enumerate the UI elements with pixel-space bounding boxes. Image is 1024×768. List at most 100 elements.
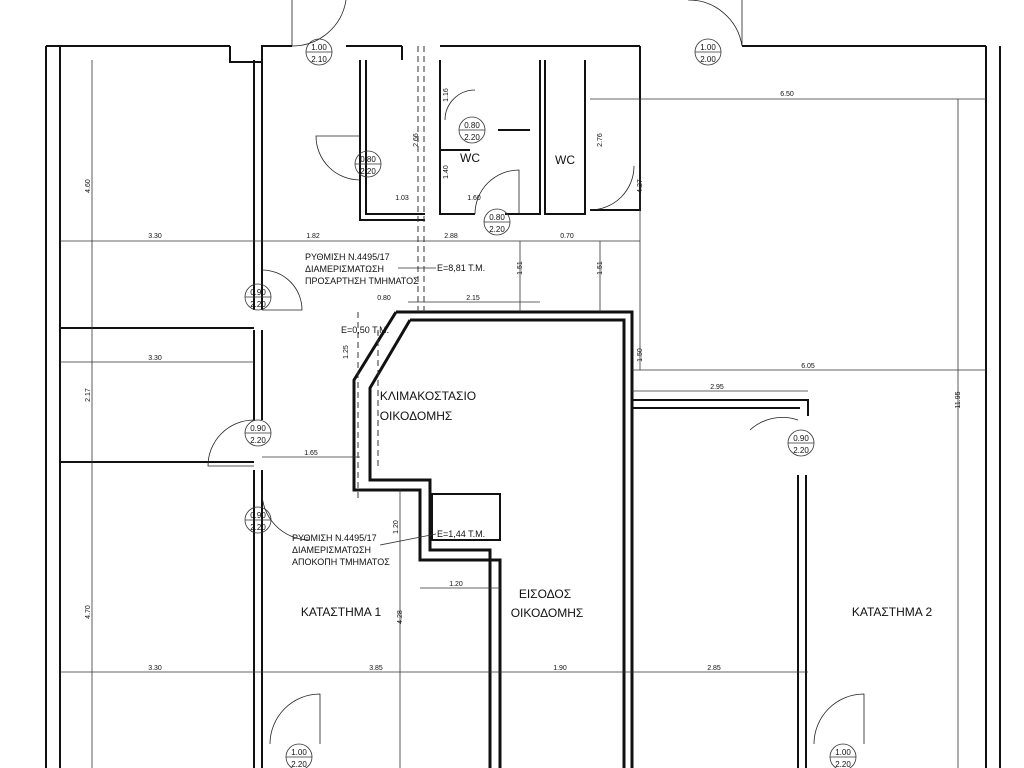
door-tag: 0.90 2.20 bbox=[244, 283, 272, 311]
label-text: 4.28 bbox=[397, 610, 404, 624]
door-tag: 1.00 2.00 bbox=[694, 38, 722, 66]
door-tag: 0.902.20 bbox=[244, 419, 272, 447]
drawing-line bbox=[632, 399, 809, 768]
door-tag: 0.80 2.20 bbox=[458, 116, 486, 144]
label-text: 1.90 bbox=[553, 665, 567, 672]
door-tag: 1.00 2.20 bbox=[829, 743, 857, 768]
label-text: ΠΡΟΣΑΡΤΗΣΗ ΤΜΗΜΑΤΟΣ bbox=[305, 276, 419, 286]
door-tag: 1.00 2.10 bbox=[305, 38, 333, 66]
drawing-line bbox=[352, 310, 634, 768]
label-text: E=0,50 T.M. bbox=[341, 325, 389, 335]
label-text: 2.20 bbox=[464, 133, 480, 142]
label-text: 2.15 bbox=[466, 295, 480, 302]
drawing-line bbox=[261, 269, 303, 311]
label-text: 1.40 bbox=[443, 165, 450, 179]
drawing-line bbox=[207, 419, 255, 467]
label-text: 1.00 bbox=[291, 748, 307, 757]
drawing-line bbox=[474, 169, 520, 215]
label-text: 2.00 bbox=[700, 55, 716, 64]
label-text: 2.85 bbox=[707, 665, 721, 672]
label-text: 2.20 bbox=[835, 760, 851, 768]
label-text: ΟΙΚΟΔΟΜΗΣ bbox=[380, 409, 453, 423]
label-text: 2.10 bbox=[311, 55, 327, 64]
label-text: 3.85 bbox=[369, 665, 383, 672]
label-text: ΡΥΘΜΙΣΗ Ν.4495/17 bbox=[292, 533, 377, 543]
label-text: 2.20 bbox=[250, 300, 266, 309]
label-text: 1.51 bbox=[597, 261, 604, 275]
label-text: 2.20 bbox=[360, 167, 376, 176]
drawing-line bbox=[253, 60, 263, 768]
label-text: 4.27 bbox=[637, 179, 644, 193]
label-text: 2.20 bbox=[793, 446, 809, 455]
label-text: 3.30 bbox=[148, 665, 162, 672]
label-text: ΟΙΚΟΔΟΜΗΣ bbox=[511, 606, 584, 620]
label-text: 4.70 bbox=[85, 605, 92, 619]
label-text: 2.20 bbox=[250, 523, 266, 532]
drawing-line bbox=[813, 693, 865, 745]
label-text: ΔΙΑΜΕΡΙΣΜΑΤΩΣΗ bbox=[305, 264, 384, 274]
label-text: 0.80 bbox=[464, 121, 480, 130]
label-text: WC bbox=[555, 153, 575, 167]
drawing-line bbox=[45, 45, 1001, 768]
label-text: ΔΙΑΜΕΡΙΣΜΑΤΩΣΗ bbox=[292, 545, 371, 555]
dimension-lines bbox=[60, 60, 986, 768]
drawing-line bbox=[688, 0, 743, 47]
label-text: 1.60 bbox=[467, 195, 481, 202]
label-text: 2.76 bbox=[597, 133, 604, 147]
label-text: 6.50 bbox=[780, 91, 794, 98]
label-text: 0.90 bbox=[250, 288, 266, 297]
label-text: 3.30 bbox=[148, 355, 162, 362]
label-text: 1.20 bbox=[393, 520, 400, 534]
label-text: 6.05 bbox=[801, 363, 815, 370]
regulation-notes: ΡΥΘΜΙΣΗ Ν.4495/17 ΔΙΑΜΕΡΙΣΜΑΤΩΣΗ ΠΡΟΣΑΡΤ… bbox=[292, 252, 485, 567]
label-text: 2.20 bbox=[489, 225, 505, 234]
label-text: E=8,81 T.M. bbox=[437, 263, 485, 273]
label-text: 1.00 bbox=[311, 43, 327, 52]
drawing-line bbox=[261, 489, 311, 541]
drawing-line bbox=[444, 89, 476, 121]
label-text: 2.66 bbox=[413, 133, 420, 147]
label-text: 0.70 bbox=[560, 233, 574, 240]
label-text: 11.95 bbox=[955, 391, 962, 408]
label-text: ΚΑΤΑΣΤΗΜΑ 2 bbox=[852, 605, 933, 619]
drawing-line bbox=[749, 417, 799, 431]
label-text: 1.65 bbox=[304, 450, 318, 457]
label-text: ΚΛΙΜΑΚΟΣΤΑΣΙΟ bbox=[380, 389, 476, 403]
label-text: 1.00 bbox=[835, 748, 851, 757]
drawing-line bbox=[357, 46, 425, 500]
drawing-line bbox=[291, 0, 347, 47]
label-text: 1.82 bbox=[306, 233, 320, 240]
drawing-line bbox=[269, 693, 321, 745]
label-text: 2.95 bbox=[710, 384, 724, 391]
label-text: ΕΙΣΟΔΟΣ bbox=[519, 587, 571, 601]
door-tag: 0.80 2.20 bbox=[483, 208, 511, 236]
label-text: 0.90 bbox=[250, 511, 266, 520]
walls bbox=[45, 45, 1001, 768]
room-labels: WC WC ΚΛΙΜΑΚΟΣΤΑΣΙΟ ΟΙΚΟΔΟΜΗΣ ΕΙΣΟΔΟΣ ΟΙ… bbox=[301, 151, 933, 620]
label-text: ΑΠΟΚΟΠΗ ΤΜΗΜΑΤΟΣ bbox=[292, 557, 390, 567]
label-text: 0.80 bbox=[489, 213, 505, 222]
drawing-line bbox=[315, 135, 361, 181]
label-text: 3.30 bbox=[148, 233, 162, 240]
label-text: 1.20 bbox=[449, 581, 463, 588]
door-tag: 1.00 2.20 bbox=[285, 743, 313, 768]
door-tag: 0.80 2.20 bbox=[354, 150, 382, 178]
label-text: 2.20 bbox=[250, 436, 266, 445]
label-text: ΡΥΘΜΙΣΗ Ν.4495/17 bbox=[305, 252, 390, 262]
label-text: 2.20 bbox=[291, 760, 307, 768]
label-text: 0.80 bbox=[360, 155, 376, 164]
drawing-line bbox=[589, 165, 635, 211]
label-text: 1.25 bbox=[343, 345, 350, 359]
label-text: 1.00 bbox=[700, 43, 716, 52]
door-tag: 0.90 2.20 bbox=[244, 506, 272, 534]
label-text: 2.17 bbox=[85, 388, 92, 402]
label-text: E=1,44 T.M. bbox=[437, 529, 485, 539]
door-tag: 0.902.20 bbox=[787, 429, 815, 457]
drawing-line bbox=[359, 60, 641, 221]
drawing-line bbox=[60, 60, 986, 768]
label-text: ΚΑΤΑΣΤΗΜΑ 1 bbox=[301, 605, 382, 619]
door-tags: 1.00 2.10 1.00 2.00 0.80 2.20 0.80 2.20 0.80… bbox=[244, 38, 857, 768]
dimension-labels: 4.60 3.30 1.82 2.88 0.70 1.03 1.60 1.16 … bbox=[85, 88, 962, 672]
label-text: 1.16 bbox=[443, 88, 450, 102]
